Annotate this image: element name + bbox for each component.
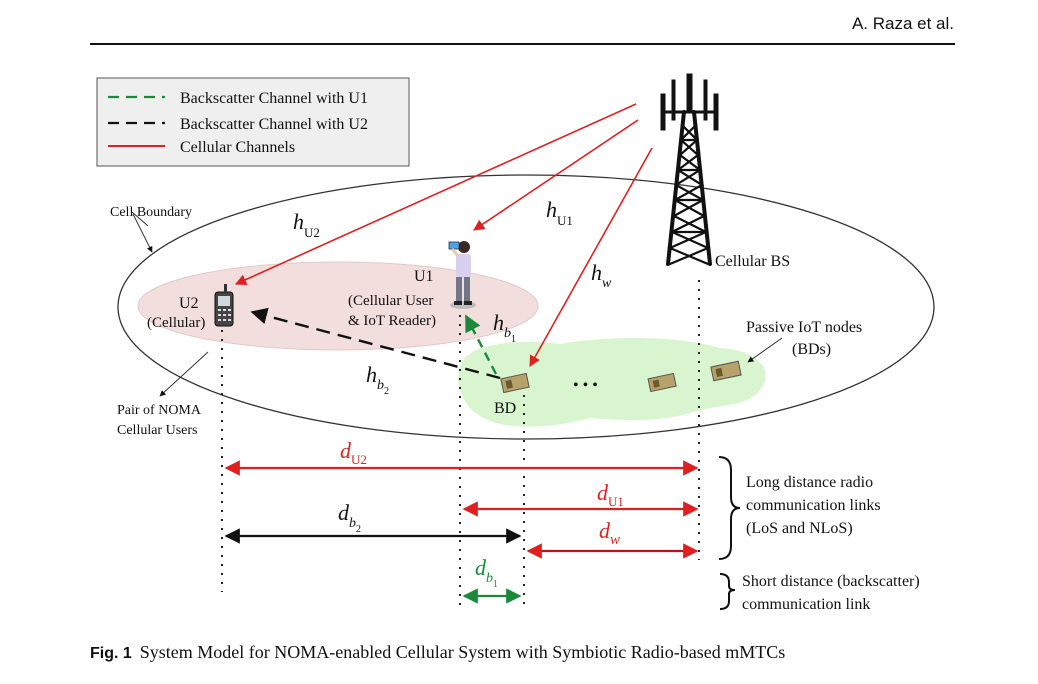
label-bd: BD [494, 400, 516, 417]
symbol-d-u1: dU1 [597, 480, 624, 509]
symbol-d-b1: db1 [475, 555, 498, 590]
brace-short-distance [719, 573, 736, 610]
system-model-figure: Backscatter Channel with U1 Backscatter … [96, 73, 935, 613]
channel-symbols: hU2 hU1 hw hb1 hb2 [293, 197, 612, 397]
label-passive-iot-2: (BDs) [792, 341, 831, 358]
label-noma-pair-1: Pair of NOMA [117, 403, 202, 418]
symbol-h-w: hw [591, 260, 612, 291]
legend-label-cellular: Cellular Channels [180, 139, 295, 156]
pointer-cell-boundary [131, 211, 149, 227]
pointer-noma-pair [159, 351, 209, 397]
channel-h-u2 [234, 103, 637, 285]
running-header-author: A. Raza et al. [851, 14, 954, 33]
label-u1-name: U1 [414, 268, 434, 285]
label-long-distance-1: Long distance radio [746, 474, 873, 491]
figure-caption-label: Fig. 1 [90, 645, 132, 662]
symbol-h-b1: hb1 [493, 310, 516, 345]
backscatter-channel-u1 [464, 314, 498, 375]
label-u1-desc-2: & IoT Reader) [348, 313, 436, 329]
symbol-d-w: dw [599, 518, 620, 548]
legend-label-backscatter-u2: Backscatter Channel with U2 [180, 116, 368, 133]
figure-caption: Fig. 1 System Model for NOMA-enabled Cell… [90, 642, 785, 663]
symbol-d-u2: dU2 [340, 438, 367, 467]
channel-h-w [529, 147, 653, 367]
label-short-distance-2: communication link [742, 596, 870, 613]
pointer-cell-boundary-arrow [132, 213, 153, 253]
cell-boundary-ellipse [117, 174, 935, 440]
brace-long-distance [718, 456, 741, 560]
channel-h-u1 [473, 119, 639, 231]
pointer-passive-iot [747, 337, 783, 363]
label-passive-iot-1: Passive IoT nodes [746, 319, 862, 336]
bd-chip-icon-2 [647, 372, 677, 393]
label-cell-boundary: Cell Boundary [110, 205, 192, 220]
cellular-tower-icon [660, 73, 719, 266]
label-noma-pair-2: Cellular Users [117, 423, 197, 438]
symbol-h-u2: hU2 [293, 209, 320, 240]
legend-label-backscatter-u1: Backscatter Channel with U1 [180, 90, 368, 107]
bd-chip-icon-3 [710, 360, 742, 382]
u1-person-icon [448, 241, 476, 309]
symbol-h-b2: hb2 [366, 362, 389, 397]
label-u2-desc: (Cellular) [147, 315, 205, 331]
vertical-guides [221, 280, 700, 605]
label-long-distance-3: (LoS and NLoS) [746, 520, 853, 537]
figure-caption-text: System Model for NOMA-enabled Cellular S… [139, 642, 786, 662]
symbol-h-u1: hU1 [546, 197, 573, 228]
u2-phone-icon [214, 284, 234, 327]
symbol-d-b2: db2 [338, 500, 361, 535]
label-cellular-bs: Cellular BS [715, 253, 790, 270]
label-bd-ellipsis: • • • [573, 377, 598, 394]
label-short-distance-1: Short distance (backscatter) [742, 573, 920, 590]
cellular-channels [234, 103, 653, 367]
label-long-distance-2: communication links [746, 497, 881, 514]
distance-symbols: dU2 dU1 db2 dw db1 [338, 438, 624, 590]
label-u2-name: U2 [179, 295, 199, 312]
header-rule [90, 43, 955, 45]
bd-chip-icon [500, 372, 530, 394]
legend: Backscatter Channel with U1 Backscatter … [96, 77, 410, 167]
label-u1-desc-1: (Cellular User [348, 293, 433, 309]
